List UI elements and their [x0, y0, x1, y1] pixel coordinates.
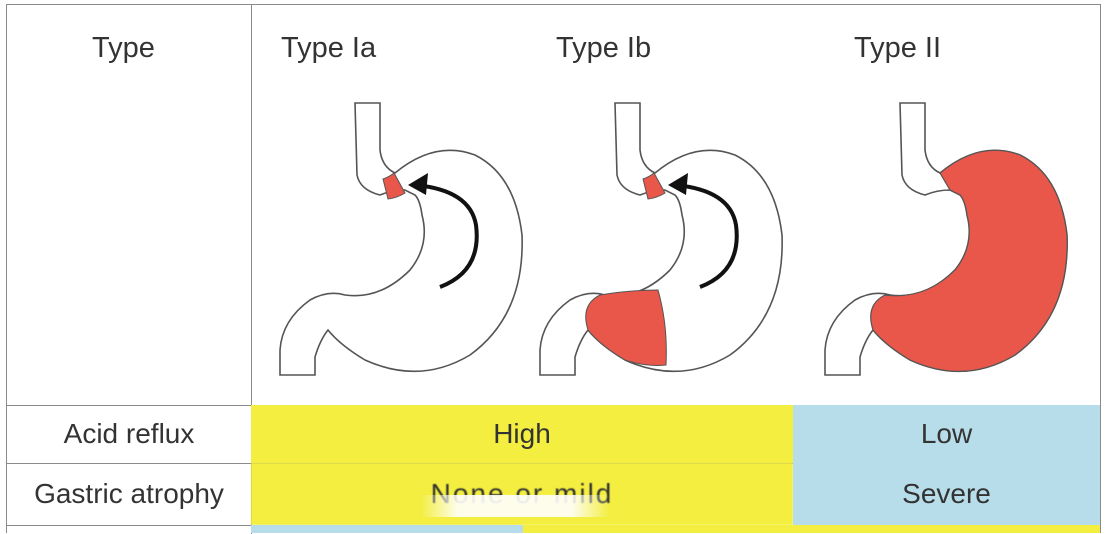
next-row-yellow-strip	[523, 525, 1100, 533]
row-label-acid-reflux: Acid reflux	[63, 418, 195, 449]
type-ib-label: Type Ib	[556, 32, 652, 64]
row-label-gastric-atrophy: Gastric atrophy	[34, 478, 224, 509]
stomach-type-ia-icon	[279, 102, 523, 376]
type-ia-label: Type Ia	[281, 32, 377, 64]
type-header-label: Type	[92, 32, 155, 64]
type-ii-label: Type II	[854, 32, 942, 64]
acid-reflux-low-cell: Low	[793, 405, 1100, 463]
acid-reflux-high-cell: High	[251, 405, 793, 463]
stomach-type-ib-icon	[539, 102, 783, 376]
watermark-overlay	[420, 495, 610, 517]
gastric-atrophy-severe-cell: Severe	[793, 463, 1100, 525]
stomach-type-ii-icon	[824, 102, 1068, 376]
column-divider	[251, 5, 252, 534]
next-row-blue-strip	[251, 525, 523, 533]
